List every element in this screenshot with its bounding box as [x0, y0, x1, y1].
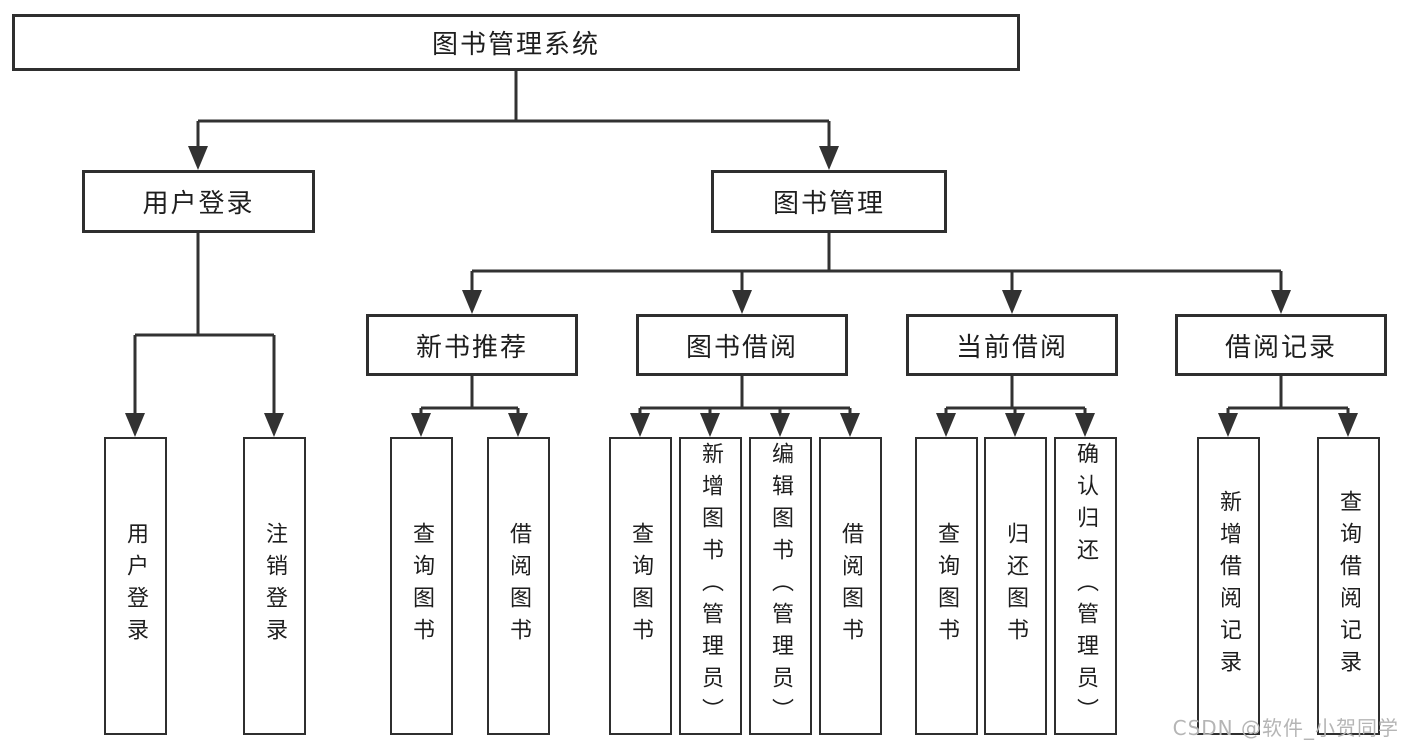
leaf-query-borrow-record: 查询借阅记录 [1316, 437, 1380, 735]
leaf-borrow-books: 借阅图书 [818, 437, 882, 735]
leaf-borrow-books-recommend-label: 借阅图书 [506, 522, 531, 650]
leaf-confirm-return-admin: 确认归还（管理员） [1053, 437, 1117, 735]
node-book-borrow: 图书借阅 [636, 314, 848, 376]
node-new-book-recommend-label: 新书推荐 [415, 332, 528, 363]
csdn-watermark: CSDN @软件_小贺同学 [1172, 716, 1399, 740]
leaf-query-books-current: 查询图书 [914, 437, 978, 735]
node-user-login-label: 用户登录 [142, 189, 255, 219]
leaf-logout: 注销登录 [242, 437, 306, 735]
leaf-query-borrow-record-label: 查询借阅记录 [1336, 490, 1361, 682]
connector-paths [133, 71, 1350, 415]
node-book-borrow-label: 图书借阅 [685, 332, 798, 363]
leaf-query-books-recommend-label: 查询图书 [409, 522, 434, 650]
leaf-user-login: 用户登录 [103, 437, 167, 735]
leaf-logout-label: 注销登录 [262, 522, 287, 650]
leaf-query-books-current-label: 查询图书 [934, 522, 959, 650]
node-borrow-records-label: 借阅记录 [1224, 332, 1337, 363]
node-root: 图书管理系统 [12, 14, 1020, 71]
node-current-borrow-label: 当前借阅 [955, 332, 1068, 363]
node-book-management: 图书管理 [711, 170, 947, 233]
leaf-add-books-admin-label: 新增图书（管理员） [698, 442, 723, 730]
node-user-login: 用户登录 [82, 170, 315, 233]
leaf-add-books-admin: 新增图书（管理员） [678, 437, 742, 735]
node-new-book-recommend: 新书推荐 [366, 314, 578, 376]
arrowheads [125, 146, 1358, 437]
leaf-confirm-return-admin-label: 确认归还（管理员） [1073, 442, 1098, 730]
leaf-query-books-recommend: 查询图书 [389, 437, 453, 735]
leaf-user-login-label: 用户登录 [123, 522, 148, 650]
leaf-edit-books-admin: 编辑图书（管理员） [748, 437, 812, 735]
node-book-management-label: 图书管理 [772, 189, 885, 219]
node-borrow-records: 借阅记录 [1175, 314, 1387, 376]
leaf-return-books-label: 归还图书 [1003, 522, 1028, 650]
leaf-borrow-books-recommend: 借阅图书 [486, 437, 550, 735]
leaf-return-books: 归还图书 [983, 437, 1047, 735]
node-root-label: 图书管理系统 [431, 30, 600, 60]
leaf-borrow-books-label: 借阅图书 [838, 522, 863, 650]
leaf-edit-books-admin-label: 编辑图书（管理员） [768, 442, 793, 730]
leaf-query-books-borrow: 查询图书 [608, 437, 672, 735]
leaf-query-books-borrow-label: 查询图书 [628, 522, 653, 650]
node-current-borrow: 当前借阅 [906, 314, 1118, 376]
leaf-add-borrow-record-label: 新增借阅记录 [1216, 490, 1241, 682]
leaf-add-borrow-record: 新增借阅记录 [1196, 437, 1260, 735]
